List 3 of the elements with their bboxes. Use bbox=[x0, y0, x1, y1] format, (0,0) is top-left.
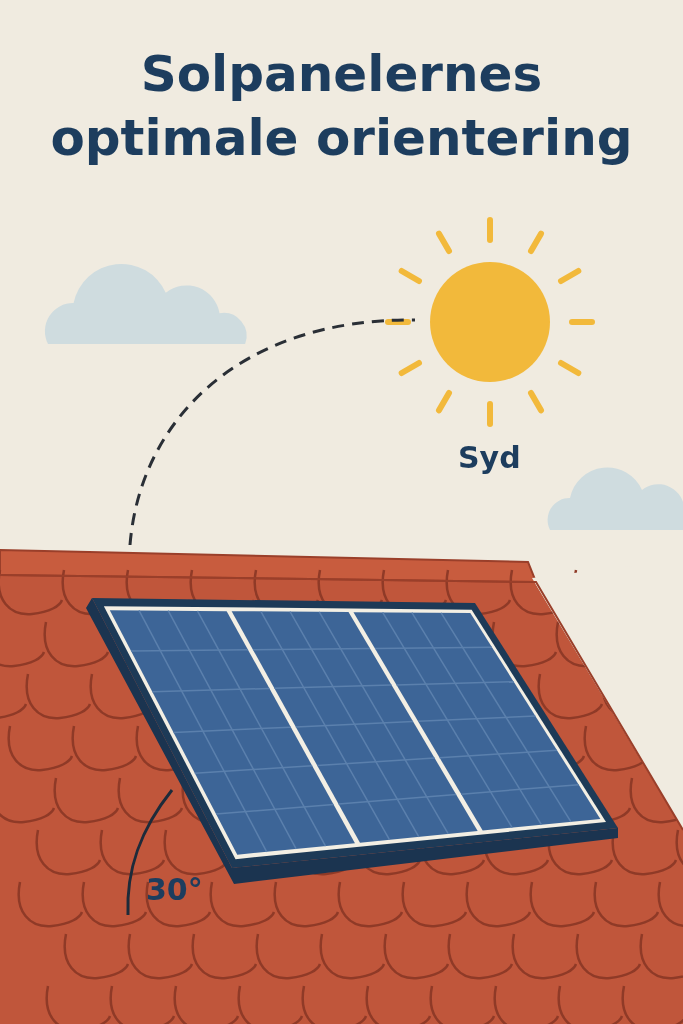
title: Solpanelernes optimale orientering bbox=[49, 44, 634, 169]
direction-label: Syd bbox=[458, 440, 521, 475]
angle-label: 30° bbox=[146, 872, 203, 907]
